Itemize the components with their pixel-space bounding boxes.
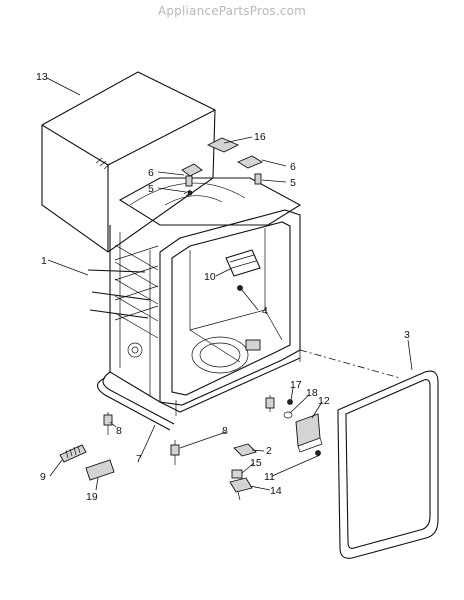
callout-10: 10 xyxy=(204,271,216,283)
callout-2: 2 xyxy=(266,445,272,457)
part-8-leg-right[interactable] xyxy=(170,440,180,465)
part-4-screw[interactable] xyxy=(237,285,243,291)
part-19-pad[interactable] xyxy=(85,459,115,481)
callout-12: 12 xyxy=(318,395,330,407)
callout-11: 11 xyxy=(264,471,275,483)
part-5-screw-left[interactable] xyxy=(183,189,193,197)
callout-8-center: 8 xyxy=(222,425,228,437)
part-14-foot[interactable] xyxy=(229,477,253,501)
callout-1: 1 xyxy=(41,255,47,267)
callout-4: 4 xyxy=(262,305,268,317)
part-6-bracket-left[interactable] xyxy=(181,163,203,187)
part-16-bracket[interactable] xyxy=(206,137,240,153)
callout-5-left: 5 xyxy=(148,183,154,195)
callout-17: 17 xyxy=(290,379,302,391)
centerline xyxy=(299,349,401,379)
part-8-leg-far[interactable] xyxy=(265,395,275,412)
leader-lines xyxy=(46,77,413,491)
callout-6-left: 6 xyxy=(148,167,154,179)
part-6-bracket-right[interactable] xyxy=(237,155,263,169)
part-13-insulation-blanket[interactable] xyxy=(41,71,216,253)
hatched-side-panel xyxy=(87,244,159,339)
part-12-bracket[interactable] xyxy=(295,413,323,453)
callout-6-right: 6 xyxy=(290,161,296,173)
callout-13: 13 xyxy=(36,71,48,83)
part-10-bracket[interactable] xyxy=(225,249,261,277)
callout-14: 14 xyxy=(270,485,282,497)
callout-19: 19 xyxy=(86,491,98,503)
part-1-tub[interactable] xyxy=(109,177,302,416)
watermark: AppliancePartsPros.com xyxy=(157,4,307,18)
callout-labels: 13 16 6 5 6 5 1 10 4 3 17 18 12 8 8 2 15… xyxy=(36,71,410,503)
part-5-screw-right[interactable] xyxy=(254,173,262,185)
callout-16: 16 xyxy=(254,131,266,143)
part-15-leg[interactable] xyxy=(231,469,243,479)
part-2-clip[interactable] xyxy=(233,443,257,457)
callout-9: 9 xyxy=(40,471,46,483)
callout-3: 3 xyxy=(404,329,410,341)
callout-5-right: 5 xyxy=(290,177,296,189)
part-7-drain-hose[interactable] xyxy=(96,371,175,431)
part-18-washer[interactable] xyxy=(283,411,293,419)
part-9-spring[interactable] xyxy=(59,444,87,463)
callout-15: 15 xyxy=(250,457,262,469)
part-17-screw[interactable] xyxy=(287,399,293,405)
callout-18: 18 xyxy=(306,387,318,399)
callout-8-left: 8 xyxy=(116,425,122,437)
callout-7: 7 xyxy=(136,453,142,465)
part-8-leg-left[interactable] xyxy=(103,412,113,435)
part-3-door-gasket[interactable] xyxy=(337,370,439,559)
